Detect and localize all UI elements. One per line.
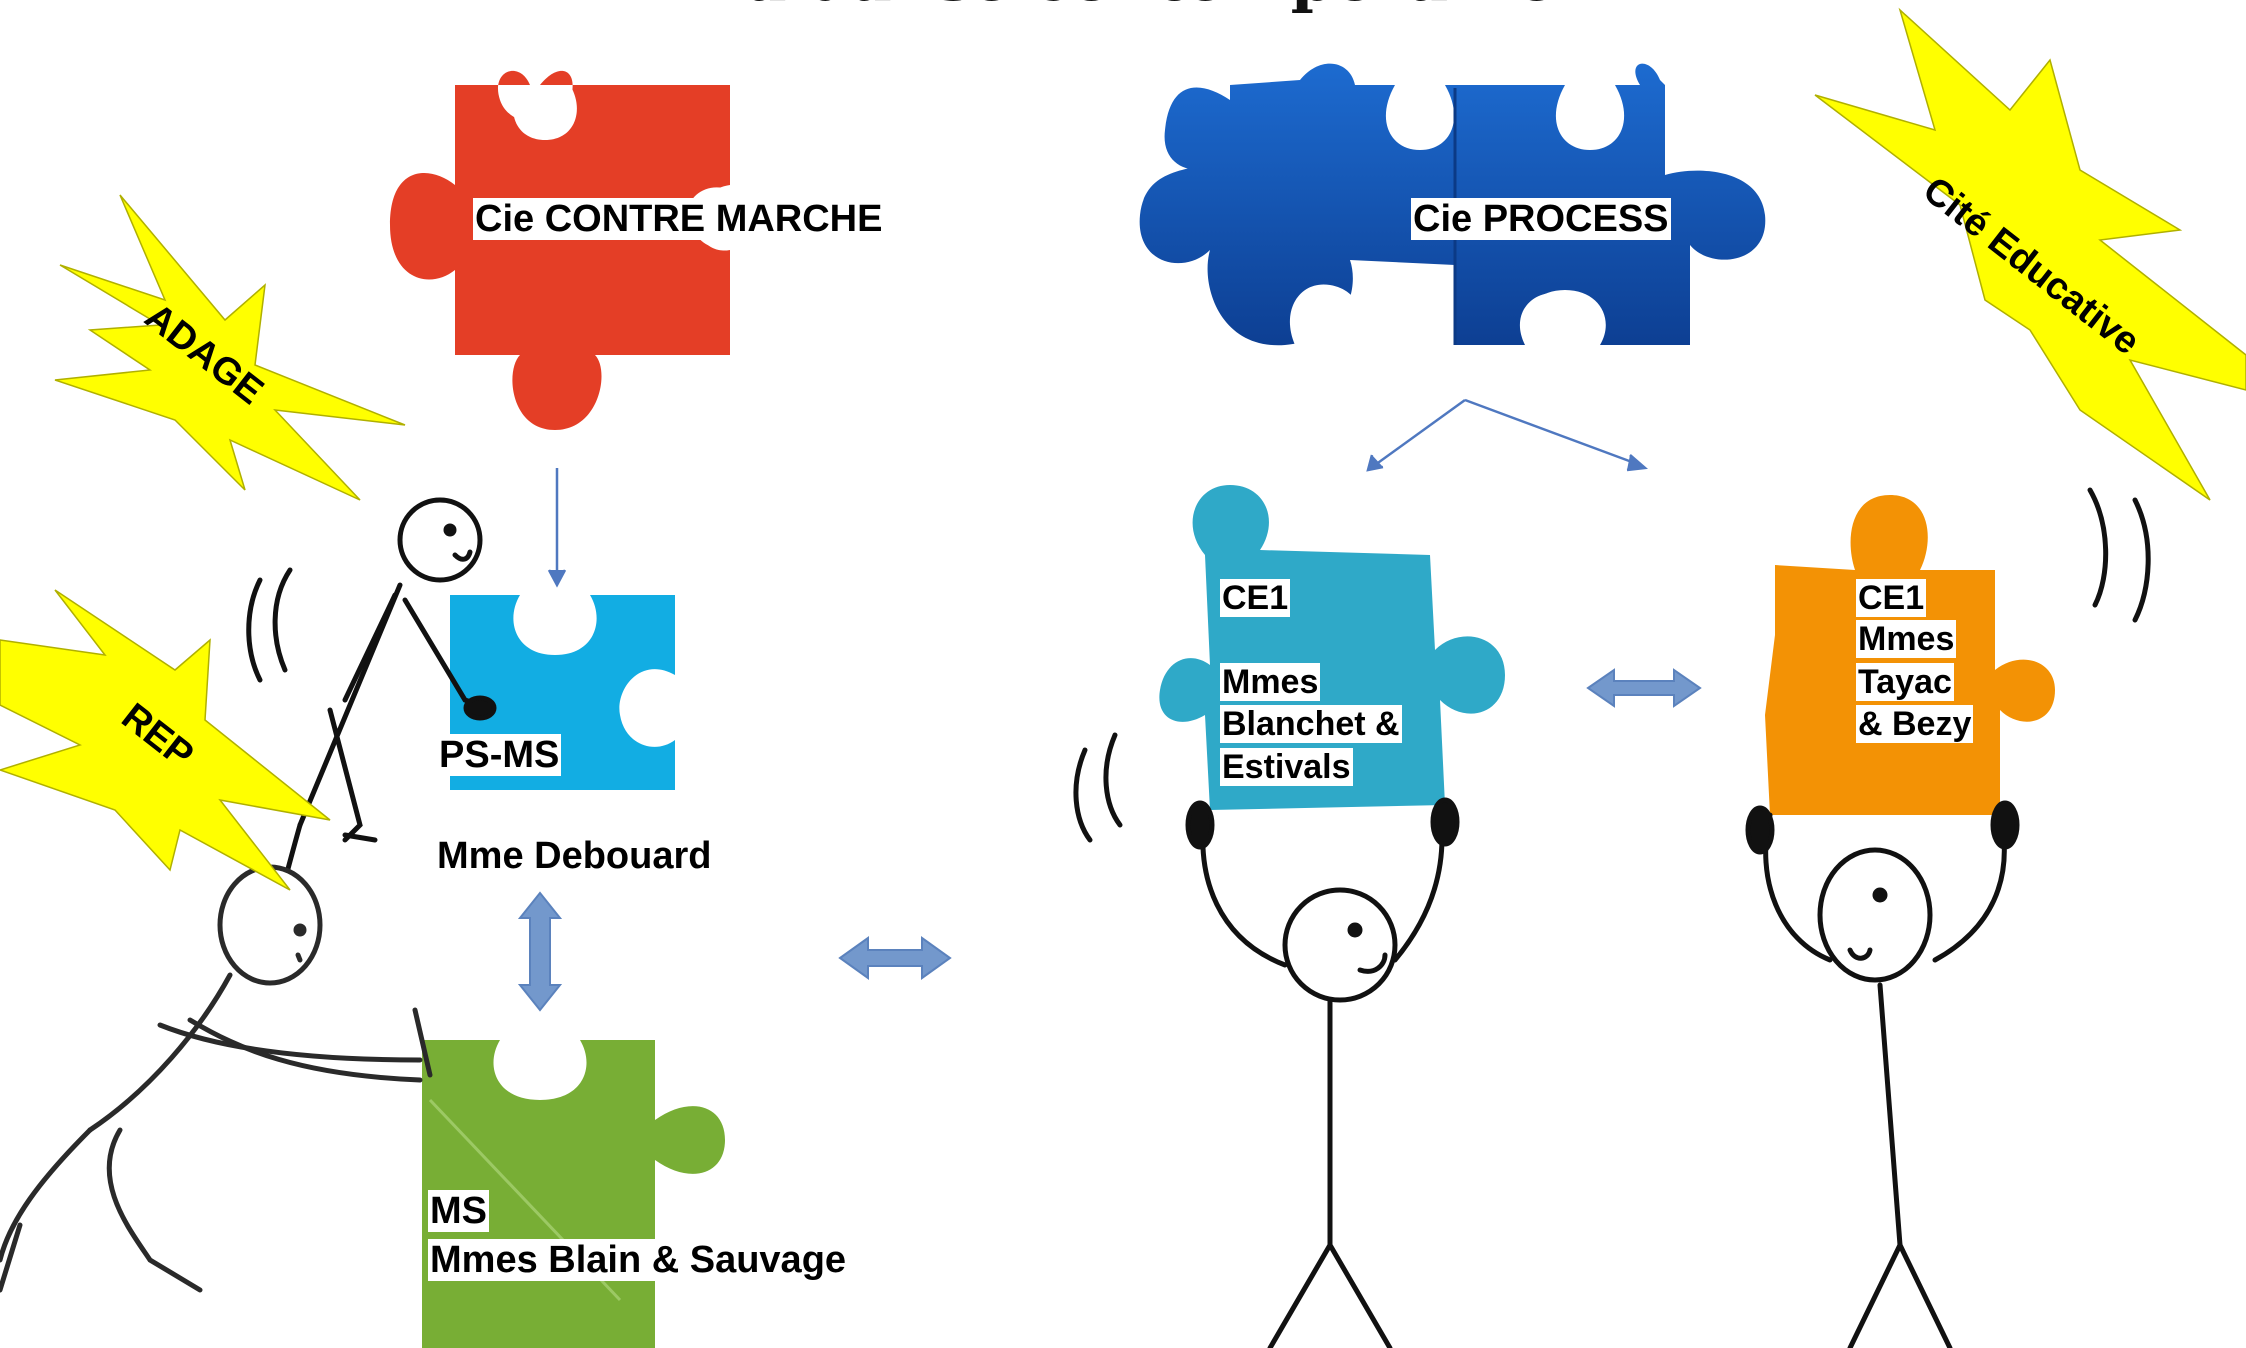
- label-ms-teachers: Mmes Blain & Sauvage: [428, 1239, 849, 1282]
- label-ms-level-text: MS: [428, 1190, 489, 1232]
- label-ce1-b-line2-text: Tayac: [1856, 663, 1954, 701]
- double-arrows: [517, 668, 1702, 1012]
- connector-lines: [547, 398, 1648, 588]
- label-psms-teachers: Mme Debouard: [437, 835, 712, 877]
- star-rep: [0, 589, 331, 891]
- stick-figure-pusher-bottom: [0, 864, 433, 1293]
- label-ce1-a-level: CE1: [1220, 577, 1291, 620]
- label-ce1-a-level-text: CE1: [1220, 579, 1291, 617]
- label-ce1-b-line2: Tayac: [1856, 661, 1954, 704]
- label-cie-process-text: Cie PROCESS: [1411, 198, 1671, 240]
- label-cie-contre-marche: Cie CONTRE MARCHE: [473, 198, 885, 241]
- label-ce1-a-line1-text: Mmes: [1220, 663, 1321, 701]
- label-ms-teachers-text: Mmes Blain & Sauvage: [428, 1239, 849, 1281]
- label-ce1-b-line1: Mmes: [1856, 618, 1957, 661]
- label-ce1-b-line3-text: & Bezy: [1856, 705, 1974, 743]
- label-ce1-b-level-text: CE1: [1856, 579, 1927, 617]
- label-ce1-a-line3: Estivals: [1220, 746, 1353, 789]
- label-ce1-a-line3-text: Estivals: [1220, 748, 1353, 786]
- label-psms-level-text: PS-MS: [437, 734, 562, 776]
- label-cie-contre-marche-text: Cie CONTRE MARCHE: [473, 198, 885, 240]
- stick-figure-holder-left: [1073, 732, 1460, 1348]
- star-cite-educative: [1814, 7, 2246, 501]
- stick-figure-pusher-top: [246, 497, 497, 938]
- label-cie-process: Cie PROCESS: [1411, 198, 1671, 241]
- page-title: la danse contemporaine: [723, 0, 1556, 10]
- star-adage: [54, 194, 406, 501]
- label-ce1-b-line1-text: Mmes: [1856, 620, 1957, 658]
- label-ce1-a-line1: Mmes: [1220, 661, 1321, 704]
- label-ms-level: MS: [428, 1190, 489, 1233]
- label-psms-level: PS-MS: [437, 734, 562, 777]
- label-ce1-b-line3: & Bezy: [1856, 703, 1974, 746]
- label-ce1-a-line2-text: Blanchet &: [1220, 705, 1402, 743]
- stick-figure-holder-right: [1745, 487, 2151, 1348]
- label-ce1-a-line2: Blanchet &: [1220, 703, 1402, 746]
- label-ce1-b-level: CE1: [1856, 577, 1927, 620]
- red-puzzle-piece: [390, 70, 730, 431]
